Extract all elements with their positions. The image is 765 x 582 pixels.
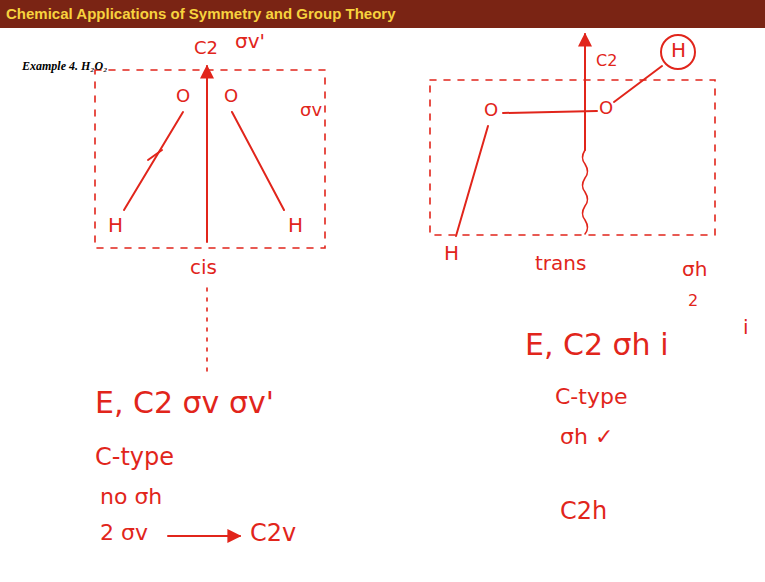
bond-line [503,111,597,113]
bond-line [124,112,183,210]
handwritten-note: 2 [688,292,698,310]
handwritten-note: H [288,214,303,237]
handwritten-note: i [743,316,749,339]
title-bar: Chemical Applications of Symmetry and Gr… [0,0,765,28]
slide-title: Chemical Applications of Symmetry and Gr… [6,5,396,22]
handwritten-note: H [108,214,123,237]
bond-line [614,66,662,102]
handwritten-note: O [224,86,238,107]
handwritten-note: cis [190,256,217,279]
handwritten-note: H [671,39,686,62]
dotted-guide [206,288,208,378]
circle-mark [661,35,695,69]
handwritten-note: σh ✓ [560,424,613,449]
squiggle-axis [583,150,588,234]
handwritten-note: C-type [555,384,627,409]
handwritten-note: σv' [235,30,265,53]
bond-line [456,126,488,236]
handwritten-note: C2h [560,498,607,526]
handwritten-note: no σh [100,484,162,509]
handwritten-note: H [444,242,459,265]
handwritten-note: σv [300,100,322,121]
symmetry-plane [95,70,325,248]
bond-line [232,112,284,210]
handwritten-note: C2 [596,52,617,70]
handwritten-note: C2 [194,38,218,59]
symmetry-plane [430,80,715,235]
handwritten-note: C2v [250,520,296,548]
handwritten-note: O [176,86,190,107]
tick-mark [148,150,162,160]
handwritten-note: E, C2 σv σv' [95,386,274,421]
handwritten-note: σh [682,258,707,281]
c2-axis [584,34,586,150]
handwritten-note: C-type [95,444,174,472]
c2-axis [206,66,208,242]
handwritten-note: E, C2 σh i [525,328,669,363]
handwritten-note: 2 σv [100,520,148,545]
result-arrow [168,535,240,537]
example-heading: Example 4. H₂O₂ [22,60,107,74]
handwritten-note: trans [535,252,586,275]
handwritten-note: O [599,98,613,119]
handwritten-note: O [484,100,498,121]
